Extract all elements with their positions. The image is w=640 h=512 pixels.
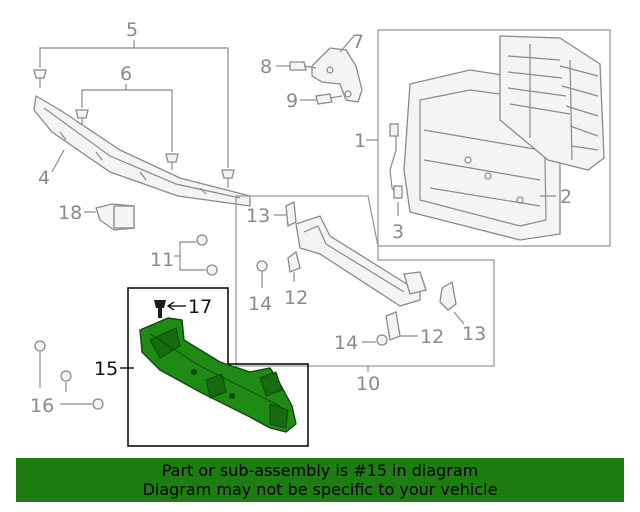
part-11-clips	[179, 234, 218, 276]
part-14b-clip	[376, 334, 388, 346]
part-2-shutter	[499, 35, 605, 171]
bolt-6b-icon	[165, 153, 179, 170]
part-12b-bracket	[385, 311, 401, 341]
part-13b-bracket	[439, 280, 457, 311]
callout-10[interactable]: 10	[356, 373, 380, 395]
callout-13b-leader	[453, 311, 465, 325]
banner-line-1: Part or sub-assembly is #15 in diagram	[161, 461, 479, 480]
banner-line-2: Diagram may not be specific to your vehi…	[142, 480, 498, 499]
callout-12a[interactable]: 12	[284, 287, 308, 309]
callout-17-leader	[166, 301, 186, 311]
part-10-lower-beam	[295, 215, 427, 307]
part-3-cable	[389, 123, 403, 199]
bolt-6a-icon	[75, 109, 89, 128]
part-4-upper-bar	[33, 94, 251, 207]
info-banner: Part or sub-assembly is #15 in diagram D…	[16, 458, 624, 502]
callout-6-leader	[81, 84, 173, 152]
assembly-1-box	[377, 29, 611, 247]
callout-5[interactable]: 5	[126, 19, 138, 41]
part-15-highlighted[interactable]	[139, 317, 297, 433]
callout-11[interactable]: 11	[150, 249, 174, 271]
callout-7[interactable]: 7	[352, 31, 364, 53]
callout-8[interactable]: 8	[260, 56, 272, 78]
callout-7-leader	[339, 35, 355, 53]
callout-4[interactable]: 4	[38, 167, 50, 189]
callout-13b[interactable]: 13	[462, 323, 486, 345]
callout-1[interactable]: 1	[354, 130, 366, 152]
bolt-8-icon	[289, 61, 317, 71]
part-16-clips	[34, 340, 104, 410]
callout-3[interactable]: 3	[392, 221, 404, 243]
callout-17[interactable]: 17	[188, 296, 212, 318]
part-12a-bracket	[287, 250, 301, 273]
callout-4-leader	[51, 149, 65, 173]
callout-18[interactable]: 18	[58, 202, 82, 224]
callout-9[interactable]: 9	[286, 90, 298, 112]
callout-12b[interactable]: 12	[420, 326, 444, 348]
bolt-5a-icon	[33, 69, 47, 88]
part-18-sensor	[95, 203, 135, 231]
callout-6[interactable]: 6	[120, 63, 132, 85]
bolt-5b-icon	[221, 169, 235, 188]
part-14a-clip	[256, 260, 268, 278]
callout-13a[interactable]: 13	[246, 205, 270, 227]
callout-5-leader	[39, 40, 229, 168]
bolt-9-icon	[315, 93, 343, 105]
part-7-bracket	[311, 47, 363, 103]
part-13a-bracket	[285, 200, 297, 228]
callout-14b[interactable]: 14	[334, 332, 358, 354]
assembly-15-box	[127, 287, 309, 447]
bolt-17-icon	[154, 300, 166, 318]
assembly-10-box	[235, 195, 495, 367]
callout-15[interactable]: 15	[94, 358, 118, 380]
callout-16[interactable]: 16	[30, 395, 54, 417]
callout-14a[interactable]: 14	[248, 293, 272, 315]
callout-2[interactable]: 2	[560, 186, 572, 208]
